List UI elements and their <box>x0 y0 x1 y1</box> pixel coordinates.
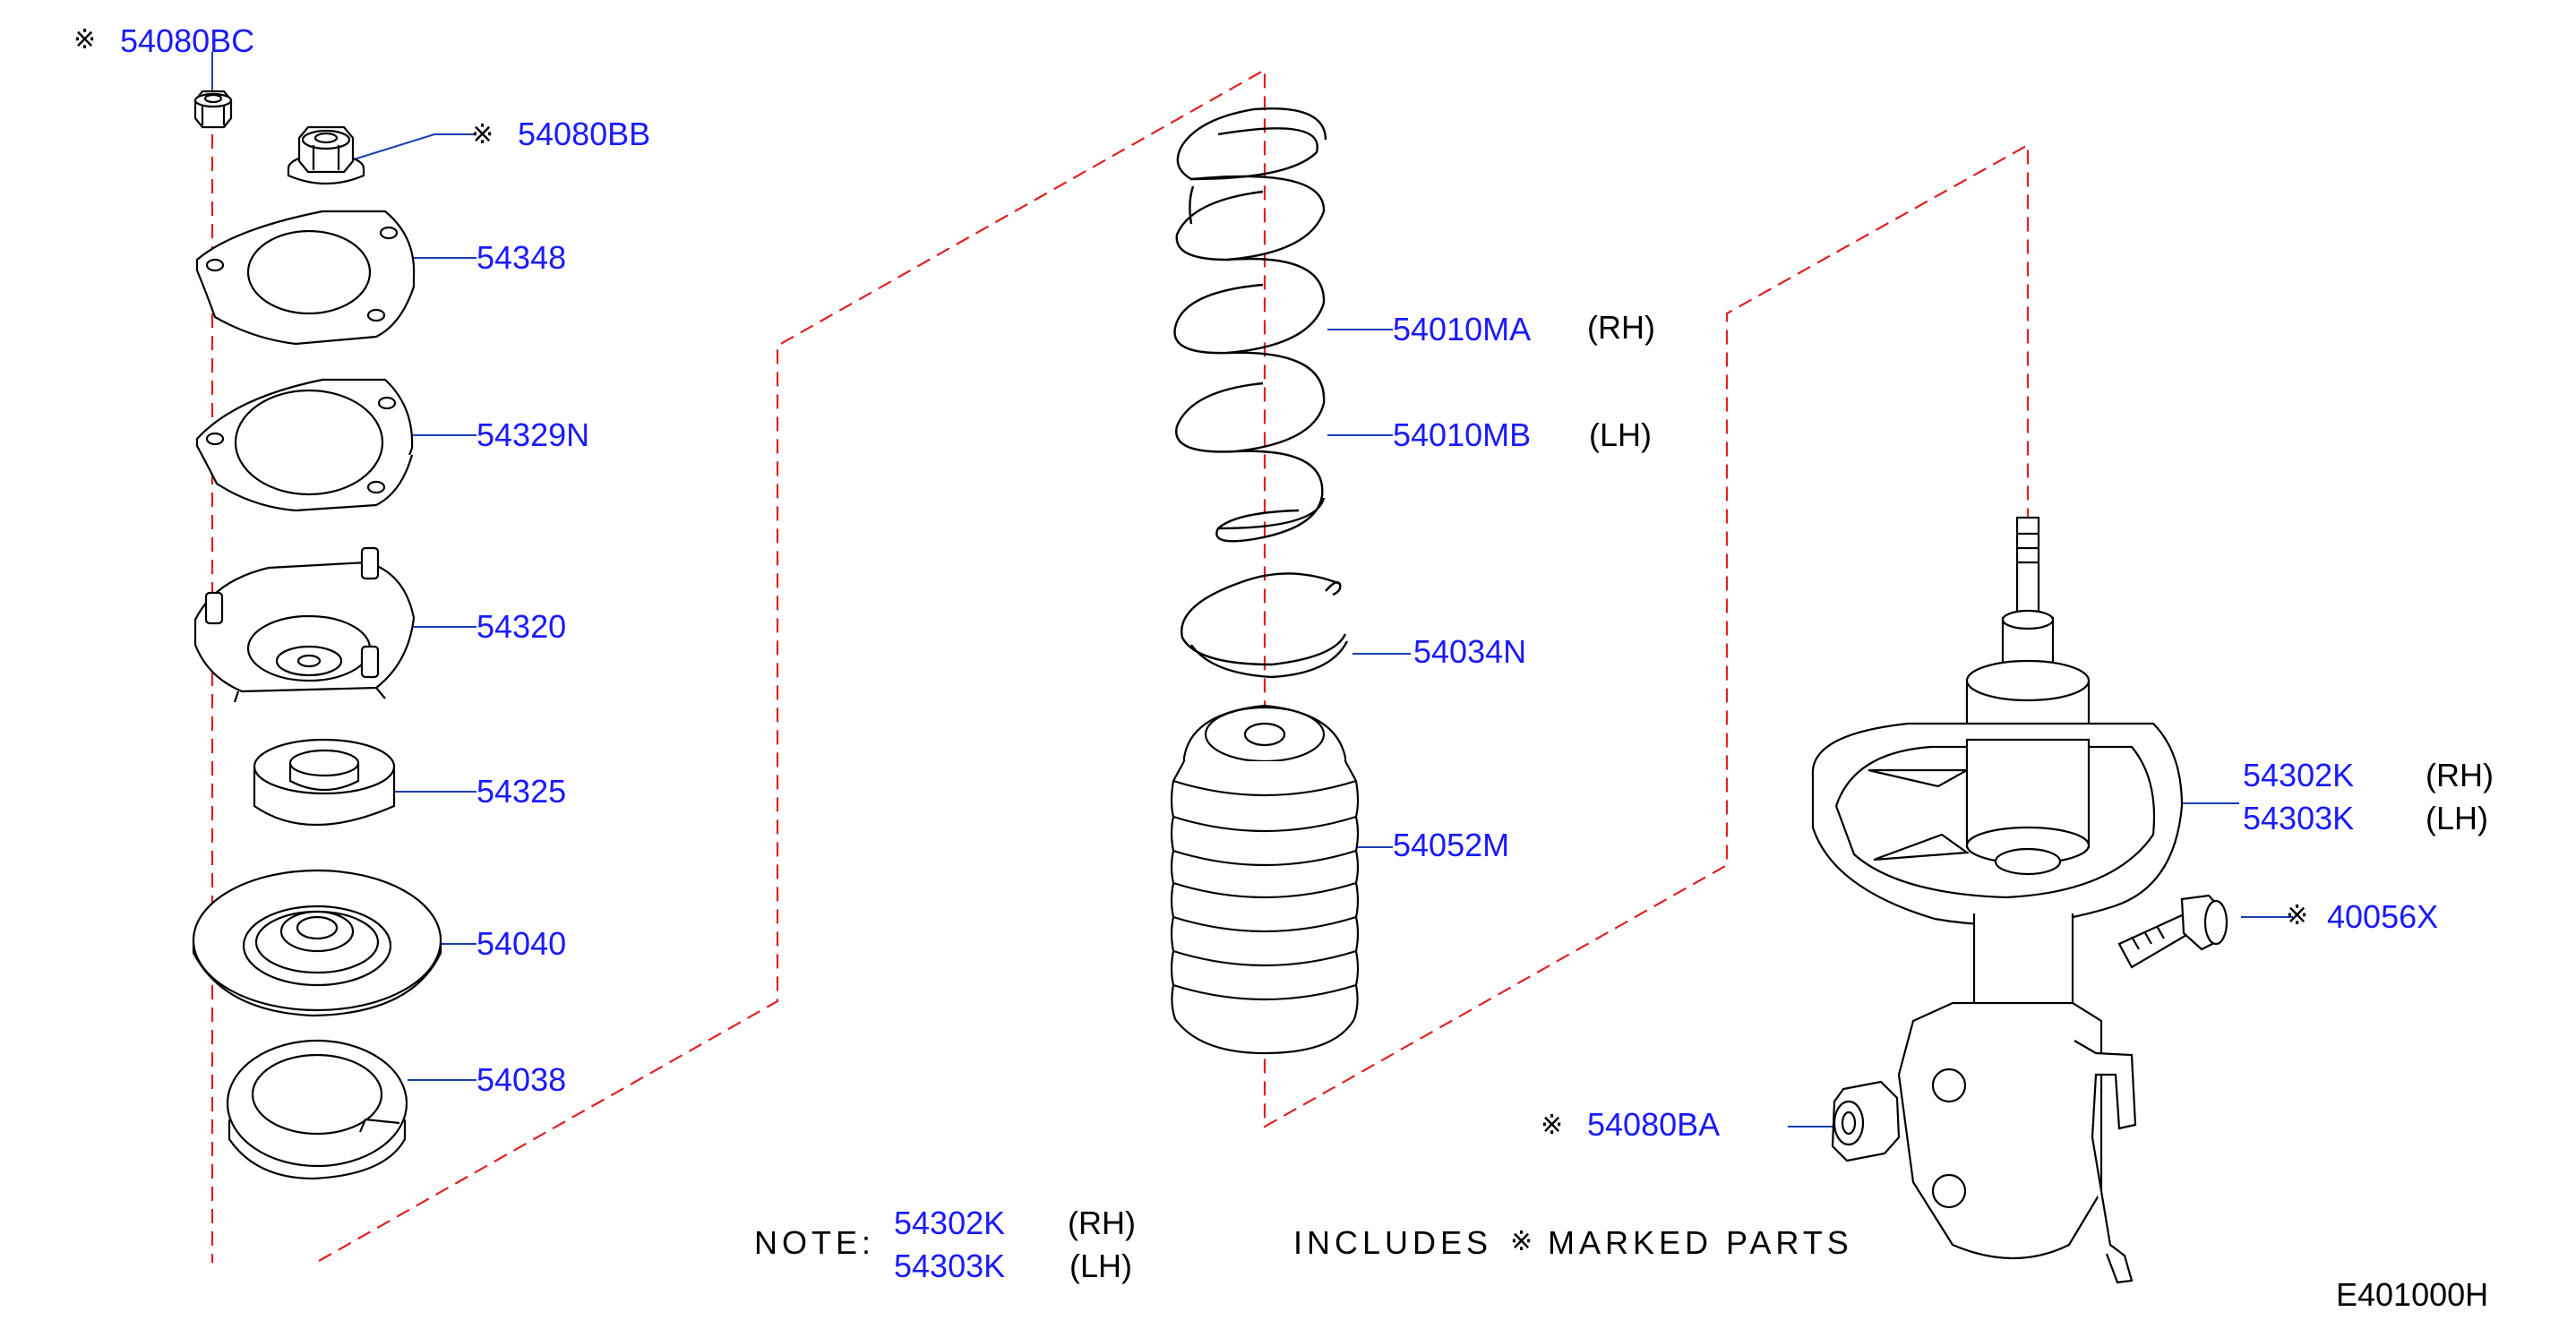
part-label-54010mb[interactable]: 54010MB <box>1393 416 1532 453</box>
note-side-lh: (LH) <box>1069 1248 1132 1284</box>
part-label-54080ba[interactable]: 54080BA <box>1587 1106 1721 1143</box>
nut-54080ba <box>1831 1080 1901 1162</box>
part-label-54329n[interactable]: 54329N <box>477 416 590 453</box>
note-prefix: NOTE: <box>754 1224 876 1261</box>
side-label-rh: (RH) <box>1587 309 1655 346</box>
part-label-54080bb[interactable]: 54080BB <box>518 116 651 152</box>
gasket-54329n <box>195 378 414 512</box>
assembly-centerlines <box>210 68 2030 1263</box>
marked-part-symbol: ※ <box>471 119 494 150</box>
part-label-54010ma[interactable]: 54010MA <box>1393 311 1532 347</box>
nut-54080bc <box>193 90 233 129</box>
side-label-lh: (LH) <box>2426 800 2488 836</box>
side-label-rh: (RH) <box>2426 757 2494 793</box>
part-label-54303k[interactable]: 54303K <box>2243 800 2355 836</box>
part-label-54348[interactable]: 54348 <box>477 239 567 276</box>
marked-part-symbol: ※ <box>2286 900 2309 931</box>
part-label-40056x[interactable]: 40056X <box>2327 898 2439 935</box>
note-marked-parts: MARKED PARTS <box>1548 1224 1853 1261</box>
bolt-40056x <box>2117 894 2228 969</box>
bearing-54040 <box>192 869 442 1017</box>
note-part-54303k[interactable]: 54303K <box>894 1248 1006 1284</box>
seat-54038 <box>226 1039 408 1180</box>
bushing-54325 <box>253 738 396 827</box>
part-label-54034n[interactable]: 54034N <box>1413 633 1527 670</box>
leader-lines <box>211 52 2293 1128</box>
part-label-54320[interactable]: 54320 <box>477 608 567 645</box>
dust-boot-54052m <box>1170 704 1360 1055</box>
marked-part-symbol: ※ <box>73 24 97 56</box>
diagram-code: E401000H <box>2336 1276 2489 1313</box>
note-side-rh: (RH) <box>1068 1205 1136 1241</box>
mount-54320 <box>193 546 416 703</box>
marked-part-symbol: ※ <box>1510 1226 1533 1257</box>
plate-54348 <box>195 210 416 346</box>
nut-54080bb <box>287 125 365 185</box>
marked-part-symbol: ※ <box>1541 1110 1564 1141</box>
ring-54034n <box>1181 572 1349 679</box>
note-includes: INCLUDES <box>1293 1224 1493 1261</box>
part-label-54038[interactable]: 54038 <box>477 1061 567 1098</box>
part-label-54325[interactable]: 54325 <box>477 773 567 810</box>
part-label-54080bc[interactable]: 54080BC <box>120 22 255 59</box>
part-label-54040[interactable]: 54040 <box>477 925 567 962</box>
part-label-54052m[interactable]: 54052M <box>1393 827 1510 863</box>
note-part-54302k[interactable]: 54302K <box>894 1205 1006 1241</box>
side-label-lh: (LH) <box>1589 416 1652 453</box>
strut-assembly-54302k <box>1811 516 2184 1284</box>
part-label-54302k[interactable]: 54302K <box>2243 757 2355 793</box>
coil-spring <box>1173 107 1327 543</box>
